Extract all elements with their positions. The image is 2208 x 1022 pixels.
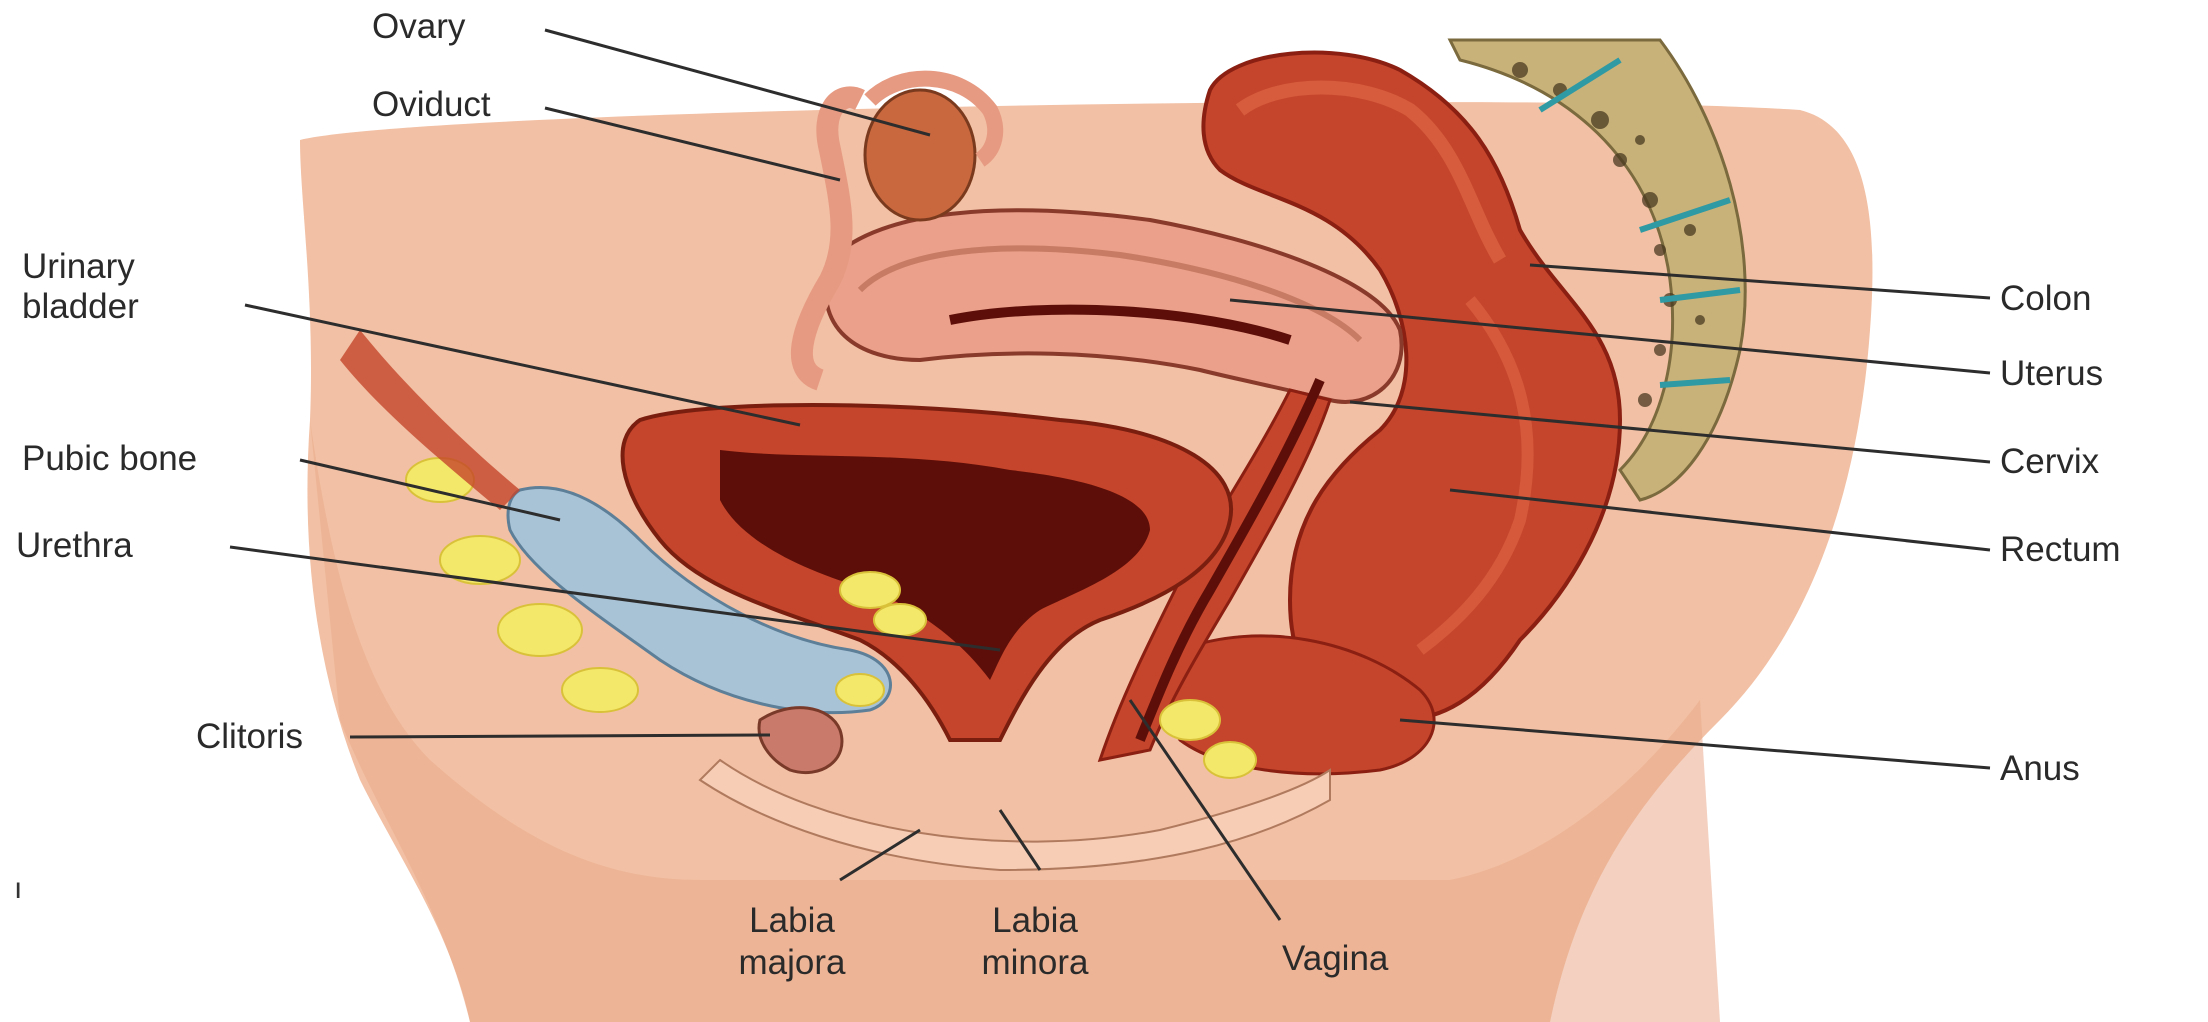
label-anus: Anus: [2000, 750, 2080, 788]
ovary: [865, 90, 975, 220]
label-labia-minora-1: Labia: [960, 902, 1110, 940]
label-pubic-bone: Pubic bone: [22, 440, 197, 478]
label-urinary: Urinary: [22, 248, 135, 286]
label-cervix: Cervix: [2000, 443, 2099, 481]
label-colon: Colon: [2000, 280, 2091, 318]
label-rectum: Rectum: [2000, 531, 2121, 569]
label-oviduct: Oviduct: [372, 86, 491, 124]
label-bladder: bladder: [22, 288, 139, 326]
label-labia-minora-2: minora: [960, 944, 1110, 982]
label-uterus: Uterus: [2000, 355, 2103, 393]
label-labia-majora-2: majora: [722, 944, 862, 982]
stray-mark: ı: [14, 872, 22, 906]
label-labia-majora-1: Labia: [722, 902, 862, 940]
label-vagina: Vagina: [1282, 940, 1388, 978]
label-urethra: Urethra: [16, 527, 133, 565]
leader-clitoris: [350, 735, 770, 737]
label-ovary: Ovary: [372, 8, 465, 46]
label-clitoris: Clitoris: [196, 718, 303, 756]
